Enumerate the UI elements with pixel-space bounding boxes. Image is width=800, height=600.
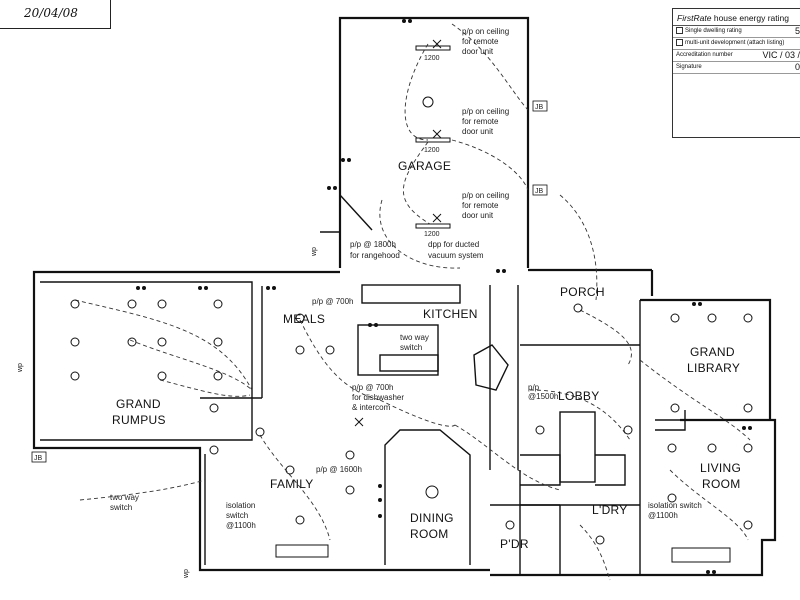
wp-label-1: wp bbox=[311, 247, 318, 257]
room-grand-rumpus-line2: RUMPUS bbox=[112, 413, 166, 427]
note-pp-ceiling-3b: for remote bbox=[462, 201, 499, 210]
room-living-line2: ROOM bbox=[702, 477, 741, 491]
room-dining-line2: ROOM bbox=[410, 527, 449, 541]
stamp-row-single: Single dwelling rating 5 bbox=[673, 26, 800, 38]
room-kitchen: KITCHEN bbox=[423, 307, 478, 321]
room-garage: GARAGE bbox=[398, 159, 451, 173]
note-ducted-2: vacuum system bbox=[428, 251, 484, 260]
junction-box-2-label: JB bbox=[535, 188, 544, 195]
room-laundry: L'DRY bbox=[592, 503, 628, 517]
stamp-row-value: 0 bbox=[794, 62, 800, 72]
stamp-title: FirstRate house energy rating bbox=[673, 9, 800, 26]
note-pp-ceiling-2a: p/p on ceiling bbox=[462, 107, 509, 116]
note-meals-pp: p/p @ 700h bbox=[312, 297, 353, 306]
room-grand-rumpus-line1: GRAND bbox=[116, 397, 161, 411]
fan-size-3: 1200 bbox=[424, 231, 440, 238]
note-pp-ceiling-2b: for remote bbox=[462, 117, 499, 126]
stamp-brand: FirstRate bbox=[677, 13, 712, 23]
room-dining-line1: DINING bbox=[410, 511, 454, 525]
note-pp-ceiling-2c: door unit bbox=[462, 127, 494, 136]
junction-box-1-label: JB bbox=[535, 104, 544, 111]
energy-rating-stamp: FirstRate house energy rating Single dwe… bbox=[672, 8, 800, 138]
stamp-row-signature: Signature 0 bbox=[673, 62, 800, 74]
room-grand-library-line1: GRAND bbox=[690, 345, 735, 359]
note-lobby-pp-1: p/p bbox=[528, 383, 540, 392]
note-pp-ceiling-1b: for remote bbox=[462, 37, 499, 46]
stamp-row-label: multi-unit development (attach listing) bbox=[685, 40, 785, 46]
room-family: FAMILY bbox=[270, 477, 314, 491]
note-living-iso-1: isolation switch bbox=[648, 501, 702, 510]
wiring-runs bbox=[74, 23, 751, 581]
stamp-row-value: VIC / 03 / bbox=[762, 50, 800, 60]
ceiling-lights bbox=[70, 96, 753, 545]
note-family-pp: p/p @ 1600h bbox=[316, 465, 362, 474]
checkbox-icon bbox=[676, 26, 683, 34]
window-marks bbox=[275, 45, 731, 563]
room-powder: P'DR bbox=[500, 537, 529, 551]
note-ducted-1: dpp for ducted bbox=[428, 240, 479, 249]
note-rumpus-two-way-1: two way bbox=[110, 493, 139, 502]
note-rangehood-2: for rangehood bbox=[350, 251, 400, 260]
wp-label-2: wp bbox=[17, 363, 24, 373]
junction-box-3-label: JB bbox=[34, 455, 43, 462]
note-isolation-3: @1100h bbox=[226, 521, 256, 530]
note-rangehood-1: p/p @ 1800h bbox=[350, 240, 396, 249]
stamp-title-rest: house energy rating bbox=[711, 13, 789, 23]
stamp-row-label: Signature bbox=[676, 64, 702, 70]
room-grand-library-line2: LIBRARY bbox=[687, 361, 740, 375]
junction-box-2 bbox=[532, 184, 548, 196]
room-porch: PORCH bbox=[560, 285, 605, 299]
fan-markers bbox=[354, 39, 442, 427]
outer-walls bbox=[32, 16, 777, 577]
junction-box-1 bbox=[532, 100, 548, 112]
note-dishwasher-3: & intercom bbox=[352, 403, 391, 412]
stamp-row-multi: multi-unit development (attach listing) bbox=[673, 38, 800, 50]
note-rumpus-two-way-2: switch bbox=[110, 503, 132, 512]
note-dishwasher-1: p/p @ 700h bbox=[352, 383, 393, 392]
note-pp-ceiling-1a: p/p on ceiling bbox=[462, 27, 509, 36]
stamp-row-value: 5 bbox=[794, 26, 800, 36]
corner-annotation: 20/04/08 bbox=[0, 0, 111, 29]
fan-size-2: 1200 bbox=[424, 147, 440, 154]
stamp-row-label: Accreditation number bbox=[676, 52, 733, 58]
note-dishwasher-2: for dishwasher bbox=[352, 393, 404, 402]
note-pp-ceiling-3a: p/p on ceiling bbox=[462, 191, 509, 200]
wp-label-3: wp bbox=[183, 569, 190, 579]
note-lobby-pp-2: @1500h bbox=[528, 392, 558, 401]
note-isolation-1: isolation bbox=[226, 501, 255, 510]
room-lobby: LOBBY bbox=[558, 389, 600, 403]
note-living-iso-2: @1100h bbox=[648, 511, 678, 520]
stamp-row-label: Single dwelling rating bbox=[685, 28, 742, 34]
note-two-way-2: switch bbox=[400, 343, 422, 352]
note-two-way-1: two way bbox=[400, 333, 429, 342]
note-isolation-2: switch bbox=[226, 511, 248, 520]
room-meals: MEALS bbox=[283, 312, 325, 326]
note-pp-ceiling-1c: door unit bbox=[462, 47, 494, 56]
checkbox-icon bbox=[676, 38, 683, 46]
room-living-line1: LIVING bbox=[700, 461, 741, 475]
stamp-row-accreditation: Accreditation number VIC / 03 / bbox=[673, 50, 800, 62]
inner-walls bbox=[40, 194, 686, 575]
note-pp-ceiling-3c: door unit bbox=[462, 211, 494, 220]
corner-note: 20/04/08 bbox=[24, 6, 78, 20]
fan-size-1: 1200 bbox=[424, 55, 440, 62]
junction-box-3 bbox=[31, 451, 47, 463]
power-points bbox=[136, 19, 752, 574]
